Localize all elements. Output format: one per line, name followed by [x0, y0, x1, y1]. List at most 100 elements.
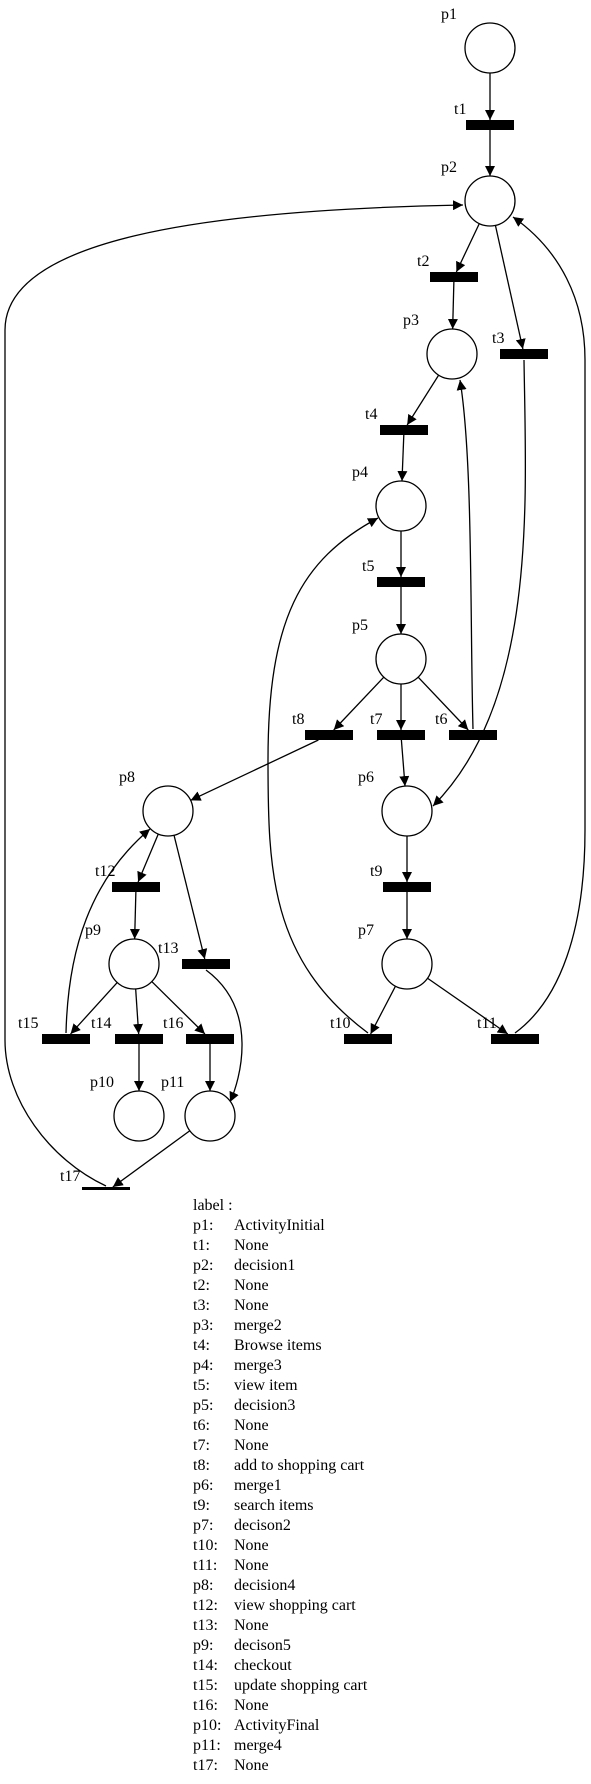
transition-label-t15: t15	[18, 1015, 38, 1032]
legend-row: p11:merge4	[193, 1736, 367, 1756]
arc-t6-p3	[456, 379, 474, 730]
place-p11	[184, 1090, 236, 1142]
legend-row: t16:None	[193, 1696, 367, 1716]
legend-row: p2:decision1	[193, 1256, 367, 1276]
transition-label-t12: t12	[95, 863, 115, 880]
legend-key: t16:	[193, 1697, 218, 1714]
transition-t5	[377, 577, 425, 587]
legend-row: p4:merge3	[193, 1356, 367, 1376]
legend-value: None	[234, 1557, 269, 1574]
legend-key: p7:	[193, 1517, 214, 1534]
arc-p5-t8	[333, 676, 385, 731]
legend-value: None	[234, 1297, 269, 1314]
legend-value: merge4	[234, 1737, 282, 1754]
legend-key: t10:	[193, 1537, 218, 1554]
legend-key: p4:	[193, 1357, 214, 1374]
legend-row: t10:None	[193, 1536, 367, 1556]
arc-p8-t13	[173, 835, 208, 960]
transition-label-t2: t2	[417, 253, 429, 270]
arcs-layer	[4, 73, 586, 1188]
transition-label-t11: t11	[477, 1015, 497, 1032]
arc-t17-p2	[4, 200, 464, 1187]
arc-t7-p6	[399, 739, 410, 787]
arc-t12-p9	[129, 891, 140, 940]
arc-t10-p4	[267, 517, 379, 1034]
place-p9	[108, 938, 160, 990]
arc-p8-t12	[137, 833, 159, 883]
transition-label-t9: t9	[370, 863, 382, 880]
legend-key: t8:	[193, 1457, 210, 1474]
transition-t3	[500, 349, 548, 359]
legend-value: merge1	[234, 1477, 282, 1494]
transition-t16	[186, 1034, 234, 1044]
transition-t15	[42, 1034, 90, 1044]
legend-key: t1:	[193, 1237, 210, 1254]
place-p10	[113, 1090, 165, 1142]
transition-label-t16: t16	[163, 1015, 183, 1032]
transition-t8	[305, 730, 353, 740]
transition-label-t8: t8	[292, 711, 304, 728]
legend-key: t17:	[193, 1757, 218, 1774]
legend-value: None	[234, 1617, 269, 1634]
transition-t17	[82, 1187, 130, 1190]
legend-value: ActivityInitial	[234, 1217, 325, 1234]
arc-t13-p11	[205, 969, 243, 1103]
transition-t13	[182, 959, 230, 969]
transition-t9	[383, 882, 431, 892]
arc-t3-p6	[432, 359, 527, 807]
legend-row: p6:merge1	[193, 1476, 367, 1496]
place-label-p8: p8	[119, 769, 135, 786]
transition-label-t6: t6	[435, 711, 447, 728]
legend-value: view item	[234, 1377, 298, 1394]
legend-row: t11:None	[193, 1556, 367, 1576]
place-p1	[464, 22, 516, 74]
place-label-p1: p1	[441, 6, 457, 23]
arc-p7-t11	[427, 977, 509, 1035]
legend-title: label :	[193, 1197, 233, 1214]
place-label-p7: p7	[358, 922, 374, 939]
arc-t2-p3	[447, 281, 458, 330]
legend-value: search items	[234, 1497, 314, 1514]
place-p8	[142, 785, 194, 837]
legend-row: p7:decison2	[193, 1516, 367, 1536]
transition-t7	[377, 730, 425, 740]
place-label-p6: p6	[358, 769, 374, 786]
place-label-p9: p9	[85, 922, 101, 939]
legend-value: decision4	[234, 1577, 296, 1594]
transition-t6	[449, 730, 497, 740]
legend-key: t3:	[193, 1297, 210, 1314]
transition-label-t17: t17	[60, 1168, 80, 1185]
legend-value: None	[234, 1277, 269, 1294]
arc-p9-t16	[151, 981, 206, 1035]
legend-value: decision1	[234, 1257, 296, 1274]
legend-row: t8:add to shopping cart	[193, 1456, 367, 1476]
legend-key: t12:	[193, 1597, 218, 1614]
legend-key: p9:	[193, 1637, 214, 1654]
legend-row: p3:merge2	[193, 1316, 367, 1336]
arc-t15-p8	[65, 828, 151, 1034]
legend-value: None	[234, 1437, 269, 1454]
place-p3	[426, 328, 478, 380]
place-p5	[375, 633, 427, 685]
legend-row: p5:decision3	[193, 1396, 367, 1416]
legend-value: checkout	[234, 1657, 292, 1674]
legend-row: t12:view shopping cart	[193, 1596, 367, 1616]
legend-key: t4:	[193, 1337, 210, 1354]
legend-row: t13: None	[193, 1616, 367, 1636]
legend-row: p1: ActivityInitial	[193, 1216, 367, 1236]
legend-key: t13:	[193, 1617, 218, 1634]
legend-value: decison5	[234, 1637, 291, 1654]
place-label-p5: p5	[352, 617, 368, 634]
legend-key: p3:	[193, 1317, 214, 1334]
place-label-p10: p10	[90, 1074, 114, 1091]
legend-key: p1:	[193, 1217, 214, 1234]
place-p7	[381, 938, 433, 990]
place-label-p3: p3	[403, 312, 419, 329]
legend-row: t7:None	[193, 1436, 367, 1456]
transition-t1	[466, 120, 514, 130]
transition-label-t3: t3	[492, 330, 504, 347]
legend-key: t14:	[193, 1657, 218, 1674]
transition-t11	[491, 1034, 539, 1044]
